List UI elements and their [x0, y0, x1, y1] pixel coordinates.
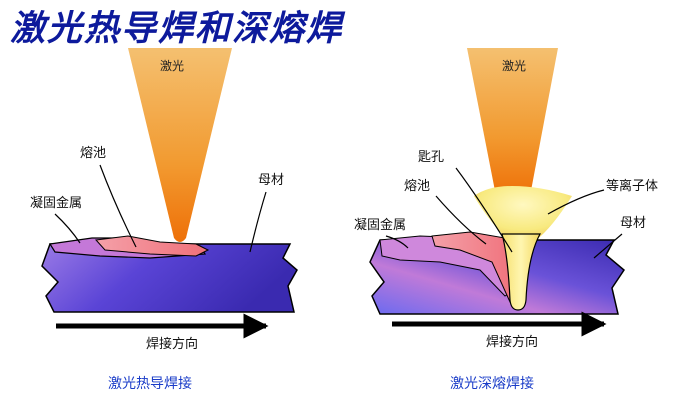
- left-laser-beam: [128, 48, 232, 242]
- right-laser-beam: [467, 48, 558, 196]
- right-caption: 激光深熔焊接: [450, 375, 534, 392]
- right-keyhole-leader: [455, 167, 513, 253]
- left-molten-pool: [94, 235, 210, 257]
- right-plasma: [474, 186, 572, 240]
- right-molten-pool-label: 熔池: [404, 179, 430, 194]
- left-laser-label: 激光: [160, 59, 184, 73]
- right-plasma-leader: [547, 189, 605, 215]
- left-base-plate: [41, 243, 298, 313]
- left-solidified-metal-label: 凝固金属: [30, 195, 82, 211]
- right-plasma-label: 等离子体: [606, 178, 658, 194]
- left-solidified-metal-leader: [54, 213, 81, 244]
- left-molten-pool-label: 熔池: [80, 146, 106, 161]
- right-molten-pool-leader: [435, 195, 487, 245]
- right-base-metal-leader: [593, 233, 623, 259]
- right-base-metal-label: 母材: [620, 216, 646, 231]
- conduction-weld-panel: 激光 熔池 凝固金属 母材 焊接方向 激光热导焊接: [30, 48, 298, 392]
- right-keyhole-label: 匙孔: [418, 150, 444, 165]
- left-caption: 激光热导焊接: [108, 375, 192, 392]
- page-title: 激光热导焊和深熔焊: [10, 8, 344, 49]
- right-solidified-metal-leader: [385, 235, 409, 249]
- keyhole-weld-panel: 激光 匙孔 熔池 凝固金属 等离子体 母材 焊接方向 激光深熔焊接: [354, 48, 658, 392]
- right-solidified-metal-label: 凝固金属: [354, 217, 406, 233]
- left-base-metal-leader: [249, 191, 267, 253]
- left-base-metal-label: 母材: [258, 173, 284, 188]
- right-direction-label: 焊接方向: [486, 334, 538, 350]
- right-keyhole: [501, 233, 542, 311]
- left-molten-pool-leader: [99, 164, 137, 248]
- right-laser-label: 激光: [502, 59, 526, 73]
- left-direction-label: 焊接方向: [146, 336, 198, 352]
